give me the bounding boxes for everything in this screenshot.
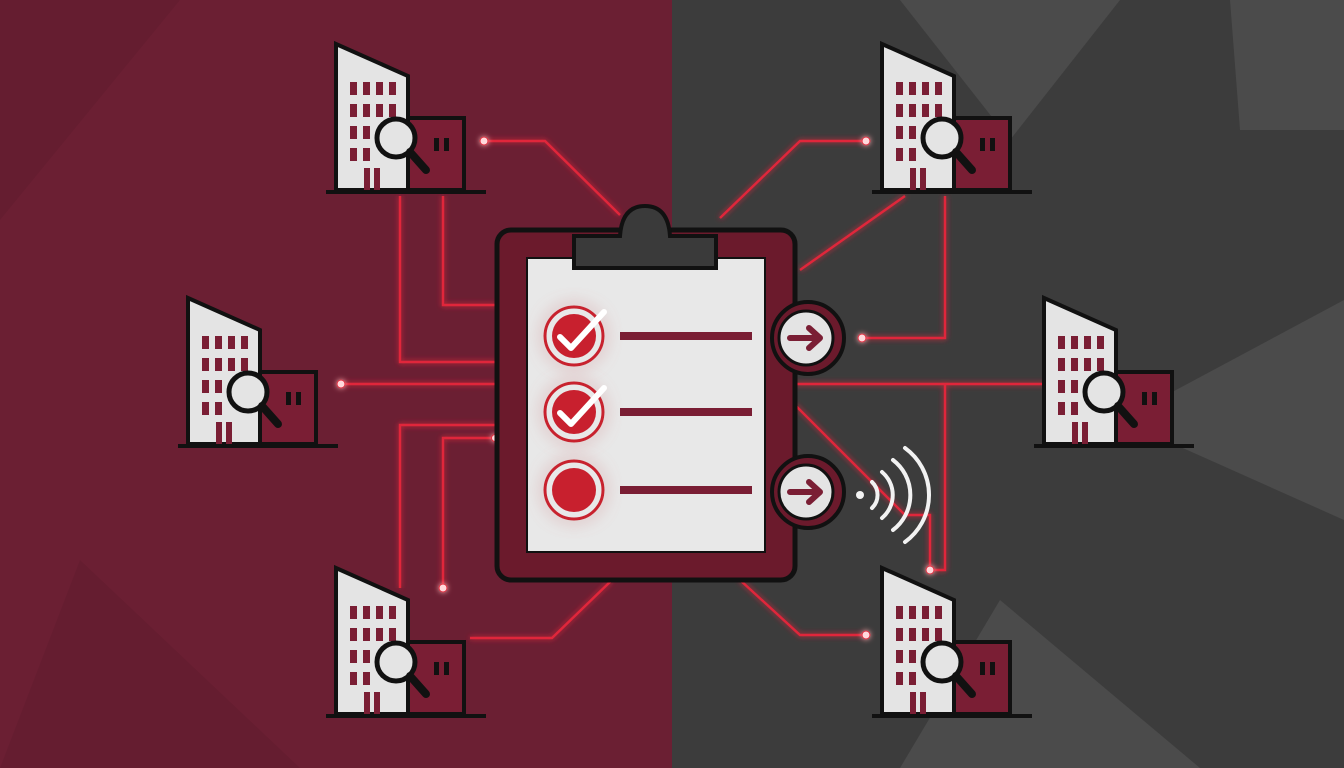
arrow-tab xyxy=(770,454,846,530)
connector-node-dot xyxy=(925,565,935,575)
arrow-tab xyxy=(770,300,846,376)
connector-line xyxy=(484,139,621,216)
connector-line xyxy=(398,196,497,364)
connector-line xyxy=(799,195,906,271)
checklist-item xyxy=(543,305,752,367)
checklist-line xyxy=(620,408,752,416)
checklist-line xyxy=(620,332,752,340)
connector-line xyxy=(739,579,866,637)
connector-node-dot xyxy=(861,630,871,640)
connector-node-dot xyxy=(336,379,346,389)
checklist-item xyxy=(543,459,752,521)
connector-line xyxy=(862,196,947,340)
left-background-facets xyxy=(0,0,300,768)
connector-nodes xyxy=(336,136,935,640)
connector-line xyxy=(930,384,947,572)
wireless-signal-icon xyxy=(856,446,932,544)
connector-line xyxy=(719,139,866,219)
connector-node-dot xyxy=(857,333,867,343)
connector-network xyxy=(341,139,1045,640)
connector-node-dot xyxy=(479,136,489,146)
checklist-line xyxy=(620,486,752,494)
connector-node-dot xyxy=(861,136,871,146)
clipboard-clip xyxy=(572,203,718,270)
pending-circle-icon xyxy=(552,468,596,512)
checked-circle-icon xyxy=(552,314,596,358)
connector-line xyxy=(398,423,497,588)
connector-line xyxy=(441,196,497,307)
clipboard xyxy=(494,203,932,583)
check-mark-icon xyxy=(557,385,607,427)
check-mark-icon xyxy=(557,309,607,351)
arrow-right-icon xyxy=(787,325,823,351)
connector-node-dot xyxy=(438,583,448,593)
arrow-right-icon xyxy=(787,479,823,505)
connector-line xyxy=(794,404,932,570)
checklist-item xyxy=(543,381,752,443)
connector-line xyxy=(441,436,497,588)
connector-line xyxy=(470,579,613,640)
checked-circle-icon xyxy=(552,390,596,434)
